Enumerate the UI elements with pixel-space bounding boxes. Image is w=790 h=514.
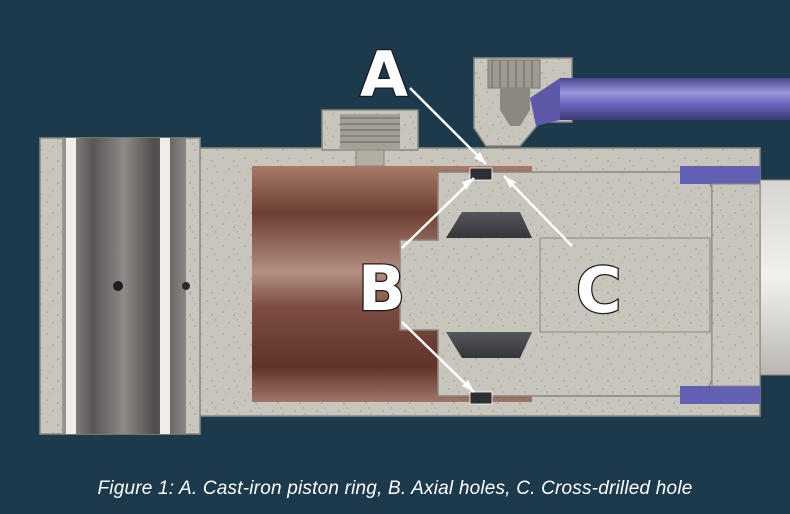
hydraulic-tube xyxy=(560,78,790,120)
tube-bend xyxy=(530,78,560,126)
port-thread xyxy=(340,114,400,150)
end-cap-bolt xyxy=(182,282,190,290)
leader-b-lower xyxy=(401,321,475,393)
port-passage xyxy=(355,149,385,167)
leader-arrowheads xyxy=(462,152,516,392)
piston-rod xyxy=(759,179,790,376)
port-thread-lines xyxy=(340,117,400,143)
leader-c xyxy=(503,175,573,247)
figure-caption: Figure 1: A. Cast-iron piston ring, B. A… xyxy=(97,478,693,499)
leader-b-upper xyxy=(401,177,475,249)
rod-insert xyxy=(539,237,711,333)
gland xyxy=(711,183,761,387)
fitting-thread-lines xyxy=(491,60,533,88)
end-cap-ring-right xyxy=(160,138,170,434)
piston-seal-lower xyxy=(446,332,532,358)
leader-lines xyxy=(401,87,573,393)
piston-ring-bottom xyxy=(469,391,493,405)
label-b: B xyxy=(358,252,405,325)
fitting-passage xyxy=(500,88,530,126)
end-cap-pin xyxy=(113,281,123,291)
label-c: C xyxy=(576,254,622,327)
piston-ring-top xyxy=(469,167,493,181)
rod-seal-top xyxy=(680,166,760,184)
hydraulic-cylinder-cross-section: A B C xyxy=(39,37,790,435)
end-cap-ring-left xyxy=(66,138,76,434)
label-a: A xyxy=(360,38,408,111)
leader-a xyxy=(409,87,487,165)
rod-seal-bottom xyxy=(680,386,760,404)
piston-seal-upper xyxy=(446,212,532,238)
